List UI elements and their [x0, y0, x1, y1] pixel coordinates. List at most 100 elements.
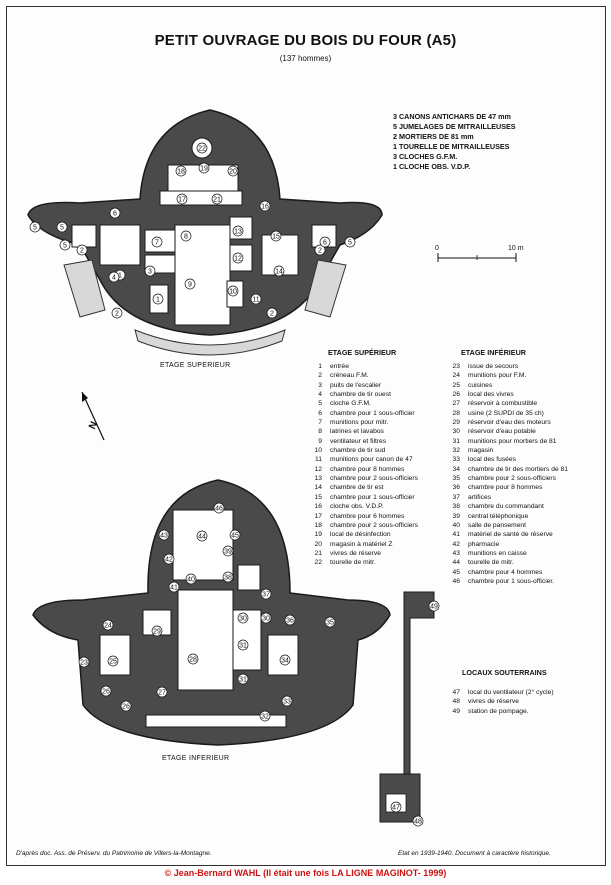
upper-label: 6	[109, 207, 121, 219]
svg-text:47: 47	[392, 805, 400, 812]
svg-text:1: 1	[156, 297, 160, 304]
lower-label: 46	[213, 502, 225, 514]
lower-label: 30	[260, 612, 272, 624]
lower-label: 28	[187, 653, 199, 665]
upper-label: 2	[111, 307, 123, 319]
svg-text:24: 24	[104, 623, 112, 630]
svg-text:5: 5	[60, 225, 64, 232]
svg-text:4: 4	[112, 275, 116, 282]
upper-label: 10	[227, 285, 239, 297]
armament-item: 3 CLOCHES G.F.M.	[393, 152, 458, 161]
upper-label: 19	[198, 162, 210, 174]
lower-label: 43	[158, 529, 170, 541]
svg-text:19: 19	[200, 166, 208, 173]
upper-floor-plan: 1 1 2 2 2 2 3 4 5 5 5 5 6 6 7 8 9 10 11 …	[27, 109, 383, 356]
svg-text:31: 31	[239, 643, 247, 650]
svg-text:30: 30	[239, 616, 247, 623]
room-44	[172, 509, 234, 581]
underground-label: 49	[428, 600, 440, 612]
svg-text:17: 17	[178, 197, 186, 204]
svg-text:32: 32	[261, 714, 269, 721]
svg-text:10: 10	[229, 289, 237, 296]
lower-label: 29	[151, 625, 163, 637]
lower-label: 38	[222, 571, 234, 583]
upper-label: 17	[176, 193, 188, 205]
upper-plan-caption: ETAGE SUPERIEUR	[160, 362, 231, 369]
ditch-south	[134, 329, 286, 356]
svg-text:22: 22	[198, 146, 206, 153]
lower-label: 31	[237, 673, 249, 685]
svg-text:13: 13	[234, 229, 242, 236]
upper-label: 8	[180, 230, 192, 242]
upper-label: 15	[270, 230, 282, 242]
legend-lower-heading: ETAGE INFÉRIEUR	[461, 348, 526, 357]
svg-text:2: 2	[80, 248, 84, 255]
svg-text:39: 39	[224, 549, 232, 556]
svg-text:14: 14	[275, 269, 283, 276]
scale-start-label: 0	[435, 245, 439, 252]
armament-item: 2 MORTIERS DE 81 mm	[393, 132, 474, 141]
room-4	[99, 224, 141, 266]
corridor-upper	[159, 190, 243, 206]
upper-label: 5	[344, 236, 356, 248]
svg-text:12: 12	[234, 256, 242, 263]
svg-text:7: 7	[155, 240, 159, 247]
upper-label: 20	[227, 165, 239, 177]
upper-label: 22	[196, 142, 208, 154]
svg-text:2: 2	[115, 311, 119, 318]
underground-gallery: 47 48 49	[379, 591, 440, 827]
upper-label: 18	[175, 165, 187, 177]
lower-label: 39	[222, 545, 234, 557]
upper-label: 21	[211, 193, 223, 205]
svg-text:42: 42	[165, 557, 173, 564]
svg-text:18: 18	[177, 169, 185, 176]
svg-text:5: 5	[33, 225, 37, 232]
north-arrow-icon	[81, 391, 105, 441]
lower-label: 27	[156, 686, 168, 698]
upper-label: 2	[76, 244, 88, 256]
lower-label: 26	[100, 685, 112, 697]
svg-text:6: 6	[113, 211, 117, 218]
svg-text:5: 5	[63, 243, 67, 250]
svg-text:40: 40	[187, 577, 195, 584]
lower-label: 33	[281, 695, 293, 707]
room-28	[177, 589, 234, 691]
lower-label: 23	[78, 656, 90, 668]
svg-text:26: 26	[122, 704, 130, 711]
lower-floor-plan: 23 24 25 26 26 27 28 29 30 30 31 31 32 3…	[32, 479, 391, 746]
svg-text:1: 1	[118, 273, 122, 280]
svg-text:29: 29	[153, 629, 161, 636]
svg-text:8: 8	[184, 234, 188, 241]
upper-label: 5	[59, 239, 71, 251]
ditch-east	[304, 259, 347, 318]
page-title: PETIT OUVRAGE DU BOIS DU FOUR (A5)	[154, 32, 457, 49]
legend-upper-heading: ETAGE SUPÉRIEUR	[328, 348, 397, 357]
upper-label: 6	[319, 236, 331, 248]
svg-text:16: 16	[261, 204, 269, 211]
copyright-line: © Jean-Bernard WAHL (Il était une fois L…	[164, 868, 447, 878]
lower-label: 25	[107, 655, 119, 667]
armament-item: 1 TOURELLE DE MITRAILLEUSES	[393, 142, 510, 151]
svg-text:6: 6	[323, 240, 327, 247]
